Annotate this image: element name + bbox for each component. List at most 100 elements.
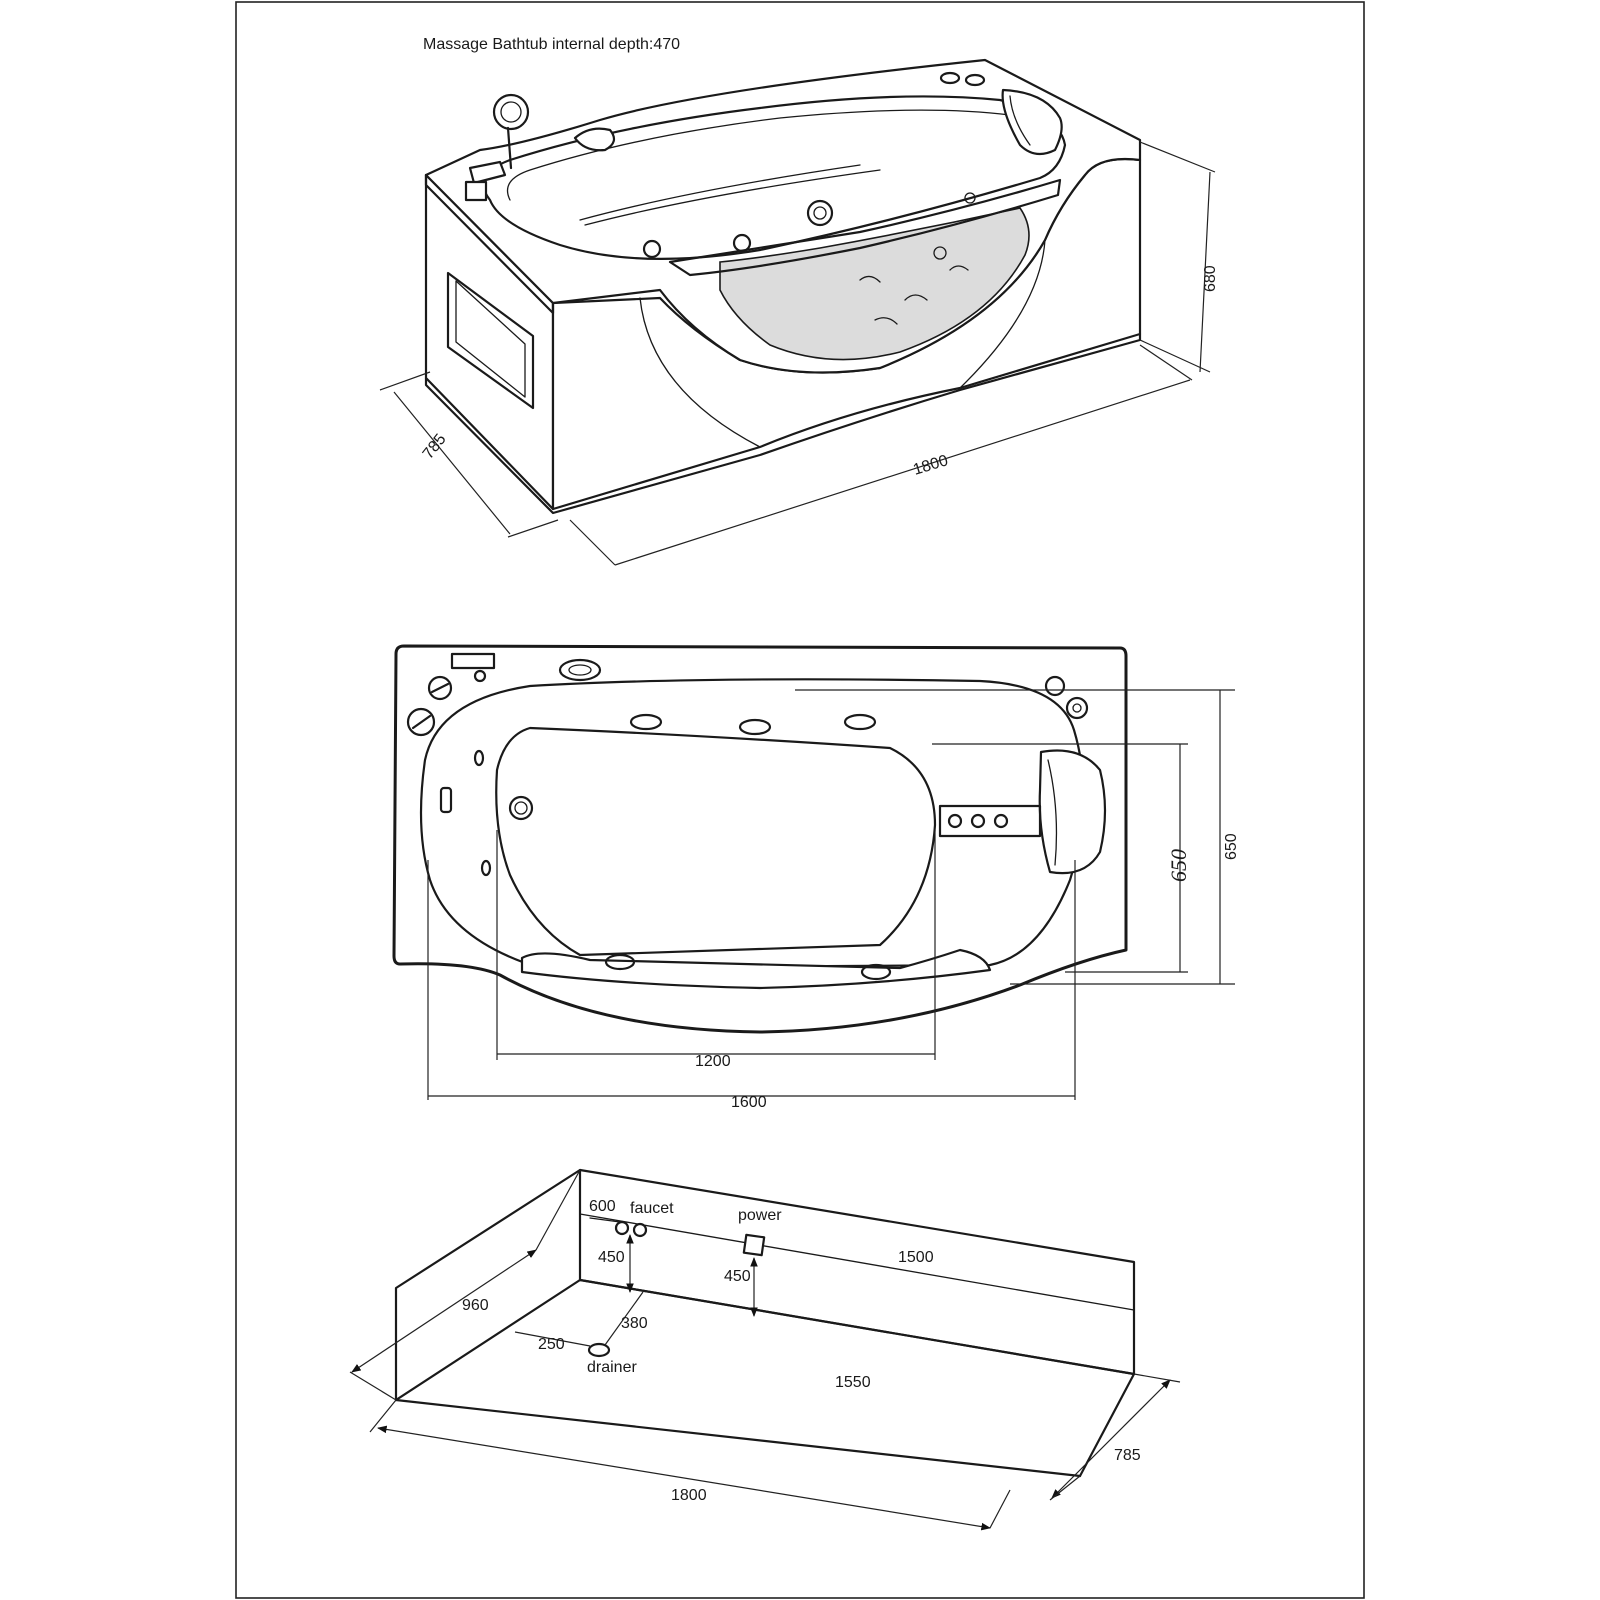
top-jet-icon bbox=[473, 749, 485, 767]
top-inner-basin bbox=[495, 726, 937, 957]
iso-apron-curve-left bbox=[639, 297, 761, 448]
page-border bbox=[235, 1, 1365, 1599]
top-handrest-icon bbox=[568, 664, 592, 676]
top-outer-width-dimension bbox=[795, 689, 1235, 985]
iso-shower-head-icon bbox=[500, 101, 522, 123]
inst-side-depth-label: 960 bbox=[462, 1297, 489, 1314]
inst-front-length-dimension bbox=[377, 1425, 991, 1531]
top-view: 1200 1600 650 650 bbox=[392, 644, 1240, 1111]
inst-power-outlet-icon bbox=[742, 1233, 766, 1257]
iso-width-dimension bbox=[379, 371, 559, 538]
iso-shower-head-icon bbox=[492, 93, 530, 131]
top-inner-length-dimension bbox=[496, 830, 936, 1060]
inst-width-dimension bbox=[1051, 1379, 1171, 1499]
top-jet-icon bbox=[604, 953, 636, 971]
iso-access-panel bbox=[446, 271, 535, 410]
iso-length-label: 1800 bbox=[911, 452, 950, 479]
iso-deck-edge bbox=[424, 173, 555, 315]
inst-side-depth-dimension bbox=[351, 1249, 537, 1373]
top-knob-icon bbox=[473, 669, 487, 683]
iso-faucet-icon bbox=[468, 160, 507, 185]
inst-power-offset-label: 1500 bbox=[898, 1249, 934, 1266]
iso-handrest-icon bbox=[573, 127, 616, 152]
iso-control-knob-icon bbox=[964, 73, 986, 87]
top-side-control-icon bbox=[439, 786, 453, 814]
top-button-icon bbox=[1044, 675, 1066, 697]
top-button-icon bbox=[1065, 696, 1089, 720]
inst-faucet-offset-label: 600 bbox=[589, 1198, 616, 1215]
top-jet-icon bbox=[738, 718, 772, 736]
top-jet-icon bbox=[970, 813, 986, 829]
top-outer-deck bbox=[392, 644, 1128, 1034]
iso-pillow-seam bbox=[1009, 95, 1031, 146]
iso-shower-hose-icon bbox=[506, 126, 513, 170]
iso-width-label: 785 bbox=[420, 431, 450, 463]
inst-front-length-extension bbox=[369, 1399, 1011, 1529]
iso-jet-icon bbox=[732, 233, 752, 253]
inst-width-label: 785 bbox=[1114, 1447, 1141, 1464]
iso-glass-window bbox=[719, 207, 1030, 361]
inst-power-height-label: 450 bbox=[724, 1268, 751, 1285]
inst-faucet-icon bbox=[614, 1220, 630, 1236]
iso-tub-opening bbox=[482, 95, 1067, 260]
top-outer-width-label: 650 bbox=[1223, 833, 1240, 860]
iso-jet-icon bbox=[813, 206, 827, 220]
iso-height-label: 680 bbox=[1202, 265, 1219, 292]
iso-base-edge bbox=[424, 332, 1142, 515]
inst-power-line bbox=[579, 1213, 1135, 1311]
top-jet-icon bbox=[947, 813, 963, 829]
inst-power-label: power bbox=[738, 1207, 782, 1224]
top-outer-length-dimension bbox=[427, 860, 1076, 1100]
iso-contour-line-2 bbox=[579, 164, 861, 221]
installation-view: 600 faucet 450 power 450 1500 960 380 25… bbox=[349, 1168, 1181, 1531]
top-inner-width-label: 650 bbox=[1166, 849, 1191, 882]
inst-faucet-height-label: 450 bbox=[598, 1249, 625, 1266]
top-outer-length-label: 1600 bbox=[731, 1094, 767, 1111]
top-button-icon bbox=[1072, 703, 1082, 713]
iso-jet-icon bbox=[933, 246, 947, 260]
iso-jet-icon bbox=[806, 199, 834, 227]
inst-side-extension bbox=[349, 1169, 581, 1401]
iso-access-panel-inner bbox=[455, 280, 526, 398]
inst-back-length-label: 1550 bbox=[835, 1374, 871, 1391]
inst-width-extension bbox=[1049, 1373, 1181, 1501]
top-back-jet-strip bbox=[938, 804, 1042, 838]
iso-contour-line-1 bbox=[584, 169, 881, 226]
inst-faucet-icon bbox=[632, 1222, 648, 1238]
inst-faucet-reference-line bbox=[589, 1217, 621, 1223]
iso-valve-icon bbox=[464, 180, 488, 202]
top-jet-icon bbox=[508, 795, 534, 821]
inst-front-length-label: 1800 bbox=[671, 1487, 707, 1504]
iso-tub-inner-rim bbox=[506, 109, 1011, 201]
iso-front-rail bbox=[668, 178, 1062, 277]
inst-drainer-offset-a-label: 380 bbox=[621, 1315, 648, 1332]
top-rim-outline bbox=[419, 678, 1085, 970]
inst-drainer-label: drainer bbox=[587, 1359, 637, 1376]
iso-jet-icon bbox=[642, 239, 662, 259]
top-valve-knob-icon bbox=[430, 682, 450, 694]
iso-pillow-icon bbox=[1001, 88, 1063, 156]
inst-faucet-label: faucet bbox=[630, 1200, 674, 1217]
inst-floor-front-edge bbox=[394, 1398, 1082, 1478]
iso-apron-curve-right bbox=[959, 239, 1046, 389]
iso-length-dimension bbox=[569, 344, 1193, 566]
top-inner-length-label: 1200 bbox=[695, 1053, 731, 1070]
inst-drainer-offset-line bbox=[604, 1291, 644, 1346]
top-jet-icon bbox=[514, 801, 528, 815]
inst-drainer-icon bbox=[587, 1342, 611, 1358]
top-valve-knob-icon bbox=[411, 714, 432, 730]
top-handrest-icon bbox=[558, 658, 602, 682]
top-jet-icon bbox=[860, 963, 892, 981]
top-jet-icon bbox=[629, 713, 663, 731]
isometric-view: 785 1800 680 bbox=[379, 58, 1219, 566]
inst-wall-floor-edge bbox=[578, 1278, 1136, 1376]
iso-height-dimension bbox=[1139, 141, 1216, 373]
iso-glass-reflections bbox=[859, 265, 969, 325]
top-inner-width-dimension bbox=[932, 743, 1188, 973]
top-jet-icon bbox=[843, 713, 877, 731]
top-jet-icon bbox=[993, 813, 1009, 829]
inst-left-wall bbox=[394, 1168, 582, 1402]
iso-jet-icon bbox=[964, 192, 976, 204]
drawing-title: Massage Bathtub internal depth:470 bbox=[423, 36, 680, 53]
